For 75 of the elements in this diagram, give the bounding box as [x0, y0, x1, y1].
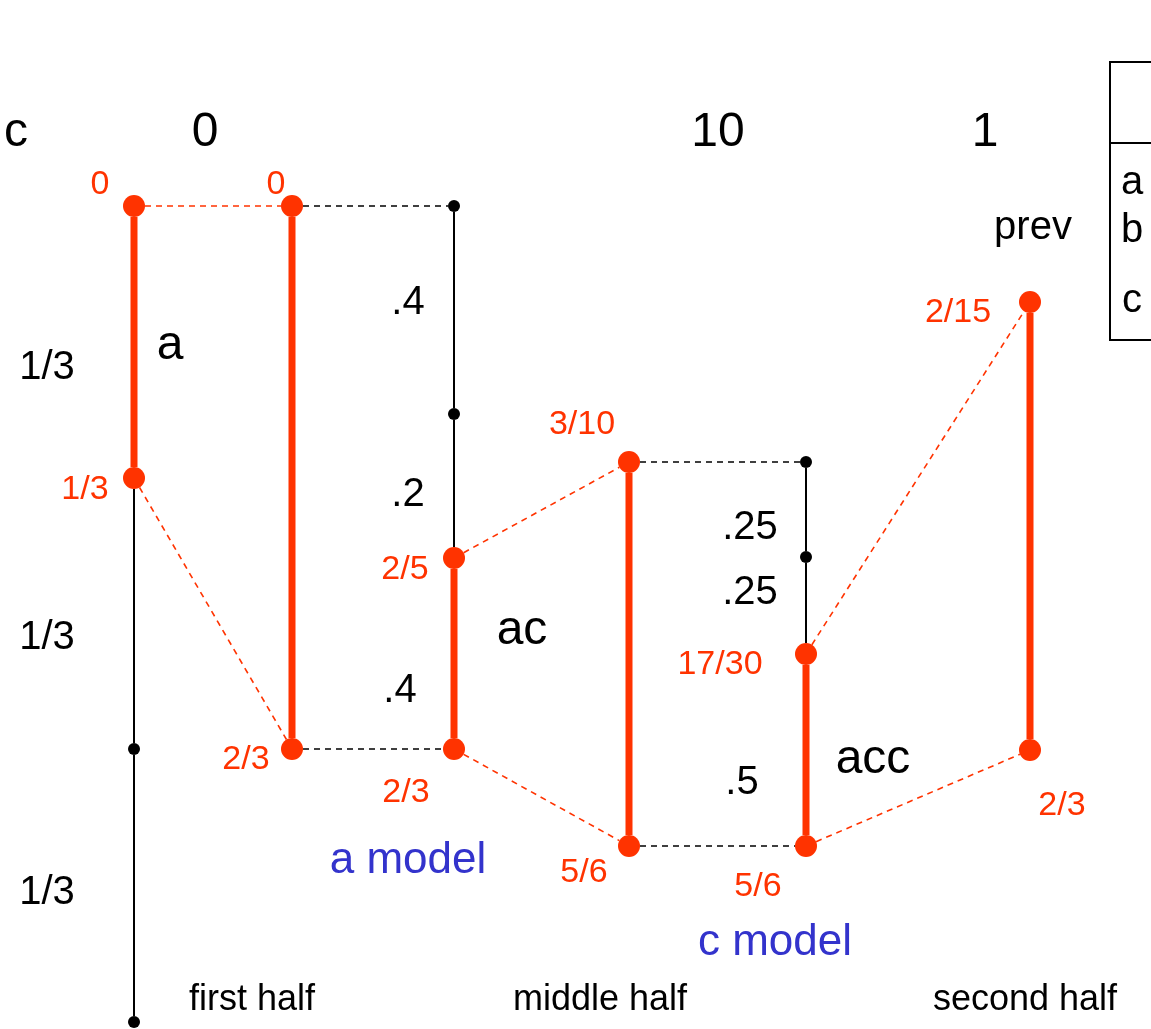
axis-label: 1 [971, 106, 999, 154]
axis-label: 10 [691, 106, 745, 154]
value-label: 5/6 [734, 867, 782, 901]
interval-line [453, 211, 455, 409]
point-marker [1019, 739, 1041, 761]
value-label: 0 [90, 165, 110, 199]
point-marker [123, 195, 145, 217]
value-label: 2/3 [382, 773, 430, 807]
point-marker [1019, 291, 1041, 313]
point-marker [795, 835, 817, 857]
axis-label: b [1120, 208, 1144, 248]
dashed-connector [302, 748, 444, 750]
value-label: 2/3 [1038, 786, 1086, 820]
point-marker [128, 1016, 140, 1028]
axis-label: c [4, 106, 28, 154]
axis-label: second half [932, 980, 1118, 1016]
dashed-connector [144, 205, 282, 207]
value-label: 2/3 [222, 740, 270, 774]
point-marker [123, 467, 145, 489]
axis-label: middle half [512, 980, 688, 1016]
dashed-connector [138, 486, 288, 741]
point-marker [618, 835, 640, 857]
interval-line [133, 488, 135, 744]
interval-line [805, 467, 807, 552]
interval-line [805, 562, 807, 644]
interval-bar [625, 473, 633, 835]
value-label: 17/30 [677, 645, 763, 679]
dashed-connector [462, 753, 621, 842]
model-label: a model [329, 836, 487, 880]
axis-label: .25 [722, 505, 778, 545]
axis-label: 1/3 [19, 345, 75, 385]
point-marker [443, 738, 465, 760]
interval-bar [450, 569, 458, 738]
axis-label: c [1122, 278, 1142, 318]
model-label: c model [697, 918, 853, 962]
axis-label: .5 [725, 760, 759, 800]
interval-bar [1026, 313, 1034, 739]
axis-label: 1/3 [19, 615, 75, 655]
point-marker [128, 743, 140, 755]
dashed-connector [815, 753, 1021, 843]
point-marker [281, 738, 303, 760]
axis-label: a [1120, 160, 1144, 200]
axis-label: acc [835, 733, 911, 781]
point-marker [618, 451, 640, 473]
value-label: 0 [266, 165, 286, 199]
value-label: 1/3 [61, 470, 109, 504]
point-marker [448, 200, 460, 212]
value-label: 2/5 [381, 550, 429, 584]
point-marker [443, 547, 465, 569]
axis-label: .4 [383, 668, 417, 708]
point-marker [448, 408, 460, 420]
axis-label: .25 [722, 570, 778, 610]
axis-label: prev [994, 205, 1072, 245]
dashed-connector [462, 466, 621, 554]
axis-label: .2 [391, 472, 425, 512]
dashed-connector [639, 461, 801, 463]
dashed-connector [302, 205, 449, 207]
point-marker [800, 456, 812, 468]
value-label: 5/6 [560, 853, 608, 887]
interval-line [453, 419, 455, 548]
axis-label: .4 [391, 280, 425, 320]
axis-label: first half [189, 980, 315, 1016]
point-marker [281, 195, 303, 217]
interval-bar [288, 217, 296, 738]
axis-label: ac [496, 604, 548, 652]
interval-bar [802, 665, 810, 835]
axis-label: 0 [191, 106, 219, 154]
axis-label: 1/3 [19, 870, 75, 910]
interval-bar [130, 217, 138, 467]
interval-line [133, 754, 135, 1017]
point-marker [800, 551, 812, 563]
axis-label: a [156, 319, 184, 367]
value-label: 3/10 [548, 405, 616, 439]
value-label: 2/15 [924, 293, 992, 327]
point-marker [795, 643, 817, 665]
